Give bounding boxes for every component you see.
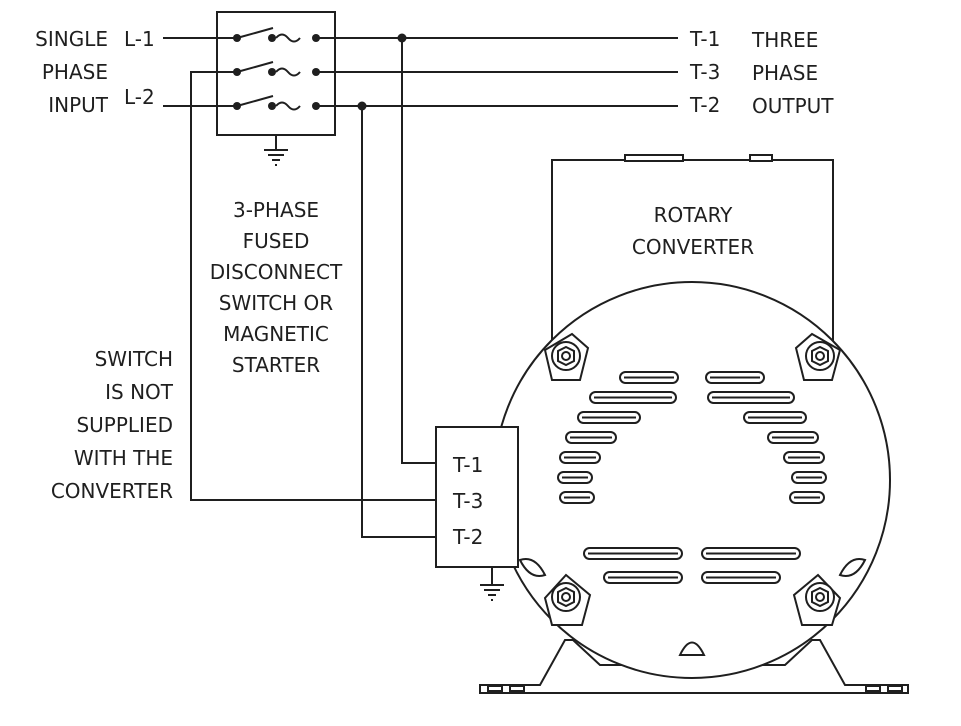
note-line-4: WITH THE [74, 446, 173, 470]
input-title-line-3: INPUT [48, 93, 109, 117]
output-title-line-2: PHASE [752, 61, 818, 85]
output-t2-label: T-2 [689, 93, 720, 117]
wire-t2-drop [361, 106, 436, 538]
switch-label-line-6: STARTER [232, 353, 320, 377]
housing-tab-1 [624, 154, 684, 162]
junction-t2 [357, 101, 367, 111]
output-title-line-3: OUTPUT [752, 94, 834, 118]
switch-pole-2 [233, 95, 320, 111]
input-title-line-1: SINGLE [35, 27, 108, 51]
switch-label-line-5: MAGNETIC [223, 322, 329, 346]
wires [163, 33, 678, 538]
terminal-box-t3-label: T-3 [452, 489, 483, 513]
converter-label-line-2: CONVERTER [632, 235, 754, 259]
note-line-3: SUPPLIED [76, 413, 173, 437]
drip-notch [678, 641, 706, 656]
terminal-box: T-1 T-3 T-2 [435, 426, 519, 601]
terminal-box-t2-label: T-2 [452, 525, 483, 549]
switch-label-line-1: 3-PHASE [233, 198, 319, 222]
switch-pole-3 [233, 61, 320, 77]
output-label: THREE PHASE OUTPUT [751, 28, 834, 118]
switch-ground-icon [264, 135, 288, 166]
note-line-2: IS NOT [105, 380, 174, 404]
note-label: SWITCH IS NOT SUPPLIED WITH THE CONVERTE… [51, 347, 174, 503]
vent-slots [557, 371, 827, 584]
junction-t1 [397, 33, 407, 43]
input-title-line-2: PHASE [42, 60, 108, 84]
note-line-5: CONVERTER [51, 479, 173, 503]
terminal-box-enclosure [435, 426, 519, 568]
note-line-1: SWITCH [95, 347, 173, 371]
switch-label-line-4: SWITCH OR [219, 291, 334, 315]
output-terminal-labels: T-1 T-3 T-2 [689, 27, 720, 117]
l1-label: L-1 [124, 27, 155, 51]
terminal-box-t1-label: T-1 [452, 453, 483, 477]
wire-t1-drop [401, 38, 436, 464]
vent-wedge-left [518, 558, 547, 577]
converter-label-line-1: ROTARY [654, 203, 734, 227]
output-t3-label: T-3 [689, 60, 720, 84]
output-t1-label: T-1 [689, 27, 720, 51]
housing-tab-2 [749, 154, 773, 162]
wire-t3-loop [190, 71, 436, 501]
input-label: SINGLE PHASE INPUT [35, 27, 109, 117]
rotary-converter [479, 154, 909, 694]
disconnect-switch [216, 11, 336, 166]
switch-pole-1 [233, 27, 320, 43]
switch-label-line-2: FUSED [243, 229, 310, 253]
switch-label-line-3: DISCONNECT [210, 260, 343, 284]
switch-label: 3-PHASE FUSED DISCONNECT SWITCH OR MAGNE… [210, 198, 343, 377]
converter-label: ROTARY CONVERTER [632, 203, 754, 259]
l2-label: L-2 [124, 85, 155, 109]
output-title-line-1: THREE [751, 28, 818, 52]
terminal-ground-icon [480, 567, 504, 601]
vent-wedge-right [838, 558, 867, 577]
bolt-icons [551, 341, 835, 612]
